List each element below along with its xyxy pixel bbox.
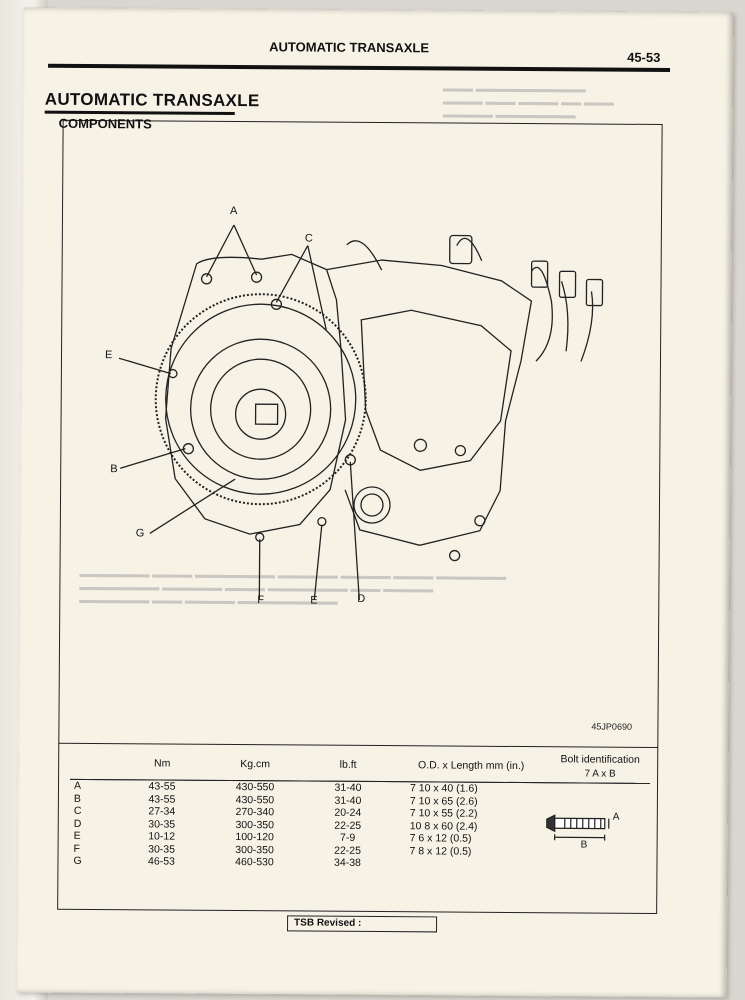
- col-header-lbft: lb.ft: [304, 749, 393, 782]
- callout-e-bottom: E: [310, 594, 318, 607]
- table-header-row: Nm Kg.cm lb.ft O.D. x Length mm (in.) Bo…: [70, 747, 651, 784]
- callout-c: C: [304, 232, 313, 245]
- callout-g: G: [135, 527, 145, 540]
- callout-b: B: [110, 463, 118, 476]
- col-header-od-length: O.D. x Length mm (in.): [392, 750, 551, 783]
- callout-e-left: E: [104, 349, 113, 362]
- tsb-revised-box: TSB Revised :: [287, 915, 438, 933]
- callout-f: F: [257, 594, 265, 607]
- section-title-rule: [44, 110, 235, 116]
- header-rule: [48, 63, 671, 73]
- col-header-nm: Nm: [118, 748, 207, 781]
- col-header-bolt-id: Bolt identification 7 A x B: [550, 751, 651, 784]
- bolt-identification-icon: [546, 814, 610, 841]
- col-header-letter: [70, 747, 119, 780]
- bleed-through-text: ▬▬▬ ▬▬▬▬▬▬▬▬▬▬▬▬▬▬▬ ▬▬▬ ▬▬▬▬ ▬▬ ▬▬▬▬▬▬▬▬…: [442, 83, 614, 122]
- bolt-label-b: B: [580, 839, 588, 851]
- figure-reference-code: 45JP0690: [591, 721, 633, 732]
- bolt-label-a: A: [612, 811, 620, 823]
- col-header-kgcm: Kg.cm: [206, 748, 305, 782]
- transaxle-diagram: [118, 224, 604, 600]
- callout-a: A: [229, 204, 238, 218]
- page-number: 45-53: [627, 49, 661, 65]
- callout-d: D: [357, 592, 366, 605]
- section-title: AUTOMATIC TRANSAXLE: [44, 89, 260, 111]
- bolt-id-title: Bolt identification: [560, 753, 640, 766]
- bolt-id-format: 7 A x B: [584, 768, 616, 780]
- components-heading: COMPONENTS: [58, 115, 152, 132]
- running-header-title: AUTOMATIC TRANSAXLE: [269, 39, 430, 56]
- manual-page: ▬▬▬ ▬▬▬▬▬▬▬▬▬▬▬▬▬▬▬ ▬▬▬ ▬▬▬▬ ▬▬ ▬▬▬▬▬▬▬▬…: [16, 7, 734, 998]
